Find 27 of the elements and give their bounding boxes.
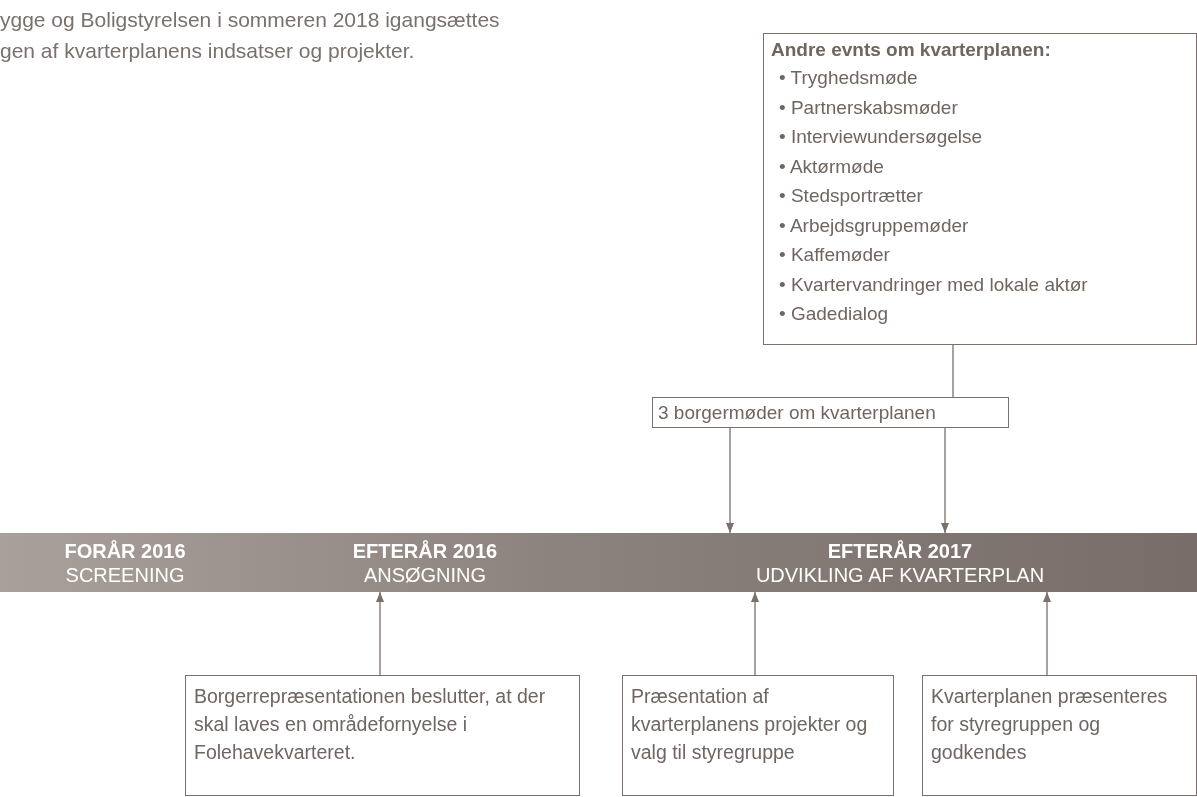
list-item: • Arbejdsgruppemøder bbox=[779, 213, 970, 238]
phase-date: EFTERÅR 2016 bbox=[351, 539, 499, 563]
phase-name: SCREENING bbox=[64, 563, 186, 587]
arrow bbox=[726, 427, 734, 534]
list-item: • Tryghedsmøde bbox=[779, 66, 919, 90]
phase-date: FORÅR 2016 bbox=[63, 539, 187, 563]
arrow bbox=[376, 591, 384, 676]
event-box: Præsentation af kvarterplanens projekter og valg til styregruppe bbox=[622, 675, 894, 796]
event-box: Kvarterplanen præsenteres for styregruppen og godkendes bbox=[922, 675, 1197, 796]
list-item: • Stedsportrætter bbox=[779, 184, 924, 208]
arrow bbox=[941, 427, 949, 534]
list-item: • Interviewundersøgelse bbox=[779, 125, 984, 149]
list-item: • Kaffemøder bbox=[779, 243, 891, 267]
event-box: 3 borgermøder om kvarterplanen bbox=[652, 397, 1009, 428]
arrow bbox=[1043, 591, 1051, 676]
list-item: • Aktørmøde bbox=[779, 154, 885, 179]
arrow bbox=[751, 591, 759, 676]
phase-date: EFTERÅR 2017 bbox=[826, 539, 974, 563]
connector-line bbox=[952, 344, 954, 398]
phase-name: UDVIKLING AF KVARTERPLAN bbox=[754, 563, 1046, 587]
event-box: Borgerrepræsentationen beslutter, at der skal laves en områdefornyelse i Folehavekvarteret. bbox=[185, 675, 580, 796]
phase-name: ANSØGNING bbox=[362, 563, 488, 587]
intro-text: ygge og Boligstyrelsen i sommeren 2018 igangsættes gen af kvarterplanens indsatser og projekter. bbox=[0, 7, 501, 64]
list-item: • Partnerskabsmøder bbox=[779, 95, 959, 120]
list-item: • Kvartervandringer med lokale aktør bbox=[779, 272, 1089, 297]
list-heading: Andre evnts om kvarterplanen: bbox=[771, 38, 1052, 62]
list-item: • Gadedialog bbox=[779, 302, 890, 326]
